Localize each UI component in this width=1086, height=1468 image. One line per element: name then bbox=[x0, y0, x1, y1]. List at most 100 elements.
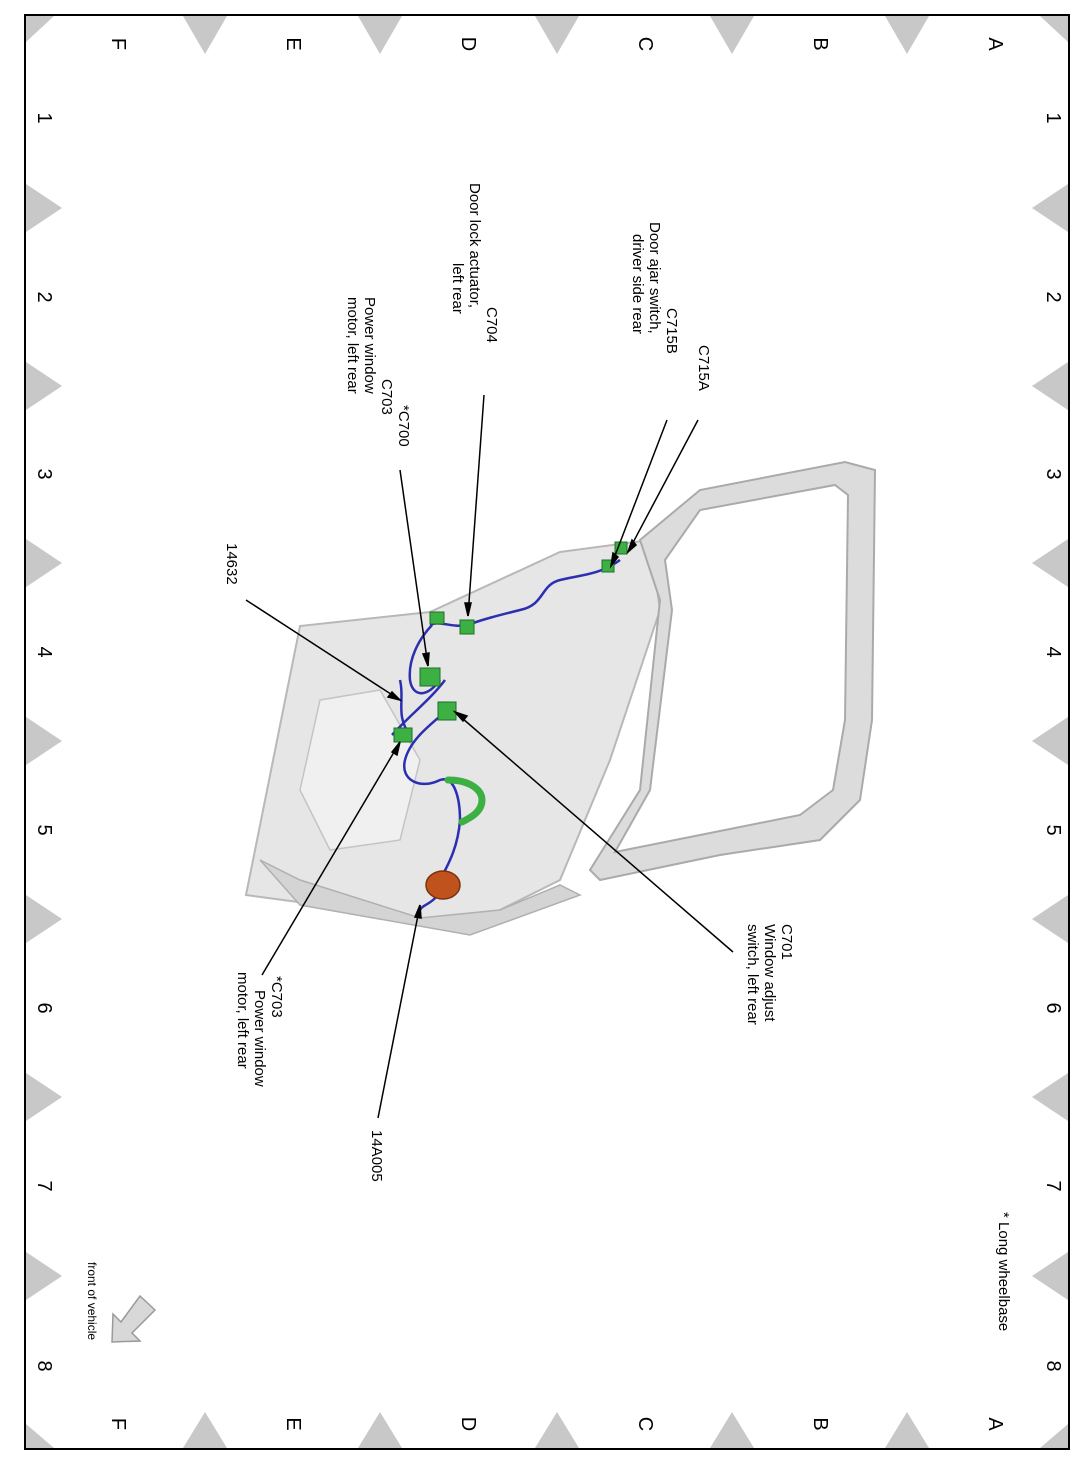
grid-col-label-3-right: 3 bbox=[1042, 468, 1064, 480]
footnote-long-wheelbase: * Long wheelbase bbox=[995, 1212, 1012, 1332]
door-lower-panel bbox=[259, 859, 582, 936]
edge-marker-right-3 bbox=[1032, 717, 1068, 765]
callout-c701-desc-1: Window adjust bbox=[761, 924, 778, 1022]
edge-marker-left-1 bbox=[26, 362, 62, 410]
callout-c700-desc-2: motor, left rear bbox=[344, 297, 361, 394]
edge-marker-bottom-corner bbox=[1040, 1424, 1068, 1448]
edge-marker-bottom-1 bbox=[710, 1412, 754, 1448]
callout-c715b-code: C715B bbox=[663, 308, 680, 354]
callout-c703-desc-1: Power window bbox=[251, 990, 268, 1087]
edge-marker-bottom-2 bbox=[535, 1412, 579, 1448]
grid-row-label-b-bottom: B bbox=[809, 1417, 831, 1431]
callout-c700: *C700 C703 Power window motor, left rear bbox=[344, 297, 412, 447]
edge-marker-left-2 bbox=[26, 539, 62, 587]
connector-c701 bbox=[437, 701, 457, 721]
callout-c701-desc-2: switch, left rear bbox=[744, 924, 761, 1025]
callout-c701: C701 Window adjust switch, left rear bbox=[744, 924, 795, 1025]
connector-c700 bbox=[419, 667, 441, 687]
edge-marker-left-5 bbox=[26, 1073, 62, 1121]
leader-lines bbox=[245, 394, 734, 1119]
grid-col-label-2-right: 2 bbox=[1042, 291, 1064, 303]
callout-14632: 14632 bbox=[223, 543, 240, 585]
callout-c704: C704 Door lock actuator, left rear bbox=[449, 183, 500, 343]
edge-marker-top-1 bbox=[710, 16, 754, 54]
callout-c704-desc-2: left rear bbox=[449, 263, 466, 314]
front-of-vehicle-arrow-icon bbox=[111, 1294, 157, 1343]
grid-row-label-f-top: F bbox=[107, 37, 129, 51]
connector-c704 bbox=[459, 619, 475, 635]
grid-row-label-e-top: E bbox=[282, 37, 304, 51]
edge-marker-left-6 bbox=[26, 1252, 62, 1300]
edge-marker-left-3 bbox=[26, 717, 62, 765]
grid-col-label-1-right: 1 bbox=[1042, 112, 1064, 124]
callout-c715b: C715B Door ajar switch, driver side rear bbox=[629, 222, 680, 354]
grid-markers bbox=[26, 16, 1068, 1448]
grid-col-label-8-right: 8 bbox=[1042, 1360, 1064, 1372]
callout-c715a: C715A bbox=[695, 345, 712, 391]
grid-col-label-3-left: 3 bbox=[33, 468, 55, 480]
callout-c700-code: *C700 bbox=[395, 405, 412, 447]
callout-c704-code: C704 bbox=[483, 307, 500, 343]
grid-col-label-1-left: 1 bbox=[33, 112, 55, 124]
grid-row-label-c-top: C bbox=[634, 36, 656, 52]
door-panel-recess bbox=[299, 689, 421, 851]
grid-col-label-5-left: 5 bbox=[33, 824, 55, 836]
edge-marker-bottom-3 bbox=[358, 1412, 402, 1448]
edge-marker-right-4 bbox=[1032, 895, 1068, 943]
grid-col-label-8-left: 8 bbox=[33, 1360, 55, 1372]
edge-marker-top-corner bbox=[1040, 16, 1068, 42]
edge-marker-top-corner-left bbox=[26, 16, 54, 42]
edge-marker-top-3 bbox=[358, 16, 402, 54]
grid-col-label-5-right: 5 bbox=[1042, 824, 1064, 836]
callout-14a005-code: 14A005 bbox=[368, 1130, 385, 1182]
grid-row-label-e-bottom: E bbox=[282, 1417, 304, 1431]
grid-row-label-c-bottom: C bbox=[634, 1416, 656, 1432]
grommet-14a005 bbox=[425, 870, 461, 900]
callout-c704-desc-1: Door lock actuator, bbox=[466, 183, 483, 309]
grid-row-label-a-top: A bbox=[984, 37, 1006, 51]
grid-col-label-6-right: 6 bbox=[1042, 1002, 1064, 1014]
grid-col-label-7-left: 7 bbox=[33, 1180, 55, 1192]
edge-marker-bottom-corner-left bbox=[26, 1424, 54, 1448]
diagram-frame bbox=[24, 14, 1070, 1450]
harness-wire-lower bbox=[402, 711, 462, 881]
callout-c715b-desc-1: Door ajar switch, bbox=[646, 222, 663, 334]
edge-marker-left-4 bbox=[26, 895, 62, 943]
door-panel bbox=[244, 460, 877, 936]
callout-c715a-code: C715A bbox=[695, 345, 712, 391]
edge-marker-left-0 bbox=[26, 184, 62, 232]
callout-c701-code: C701 bbox=[778, 924, 795, 960]
grid-row-label-a-bottom: A bbox=[984, 1417, 1006, 1431]
edge-marker-right-2 bbox=[1032, 539, 1068, 587]
grid-col-label-6-left: 6 bbox=[33, 1002, 55, 1014]
grid-row-label-d-bottom: D bbox=[457, 1416, 479, 1432]
edge-marker-top-4 bbox=[183, 16, 227, 54]
connector-c703 bbox=[393, 727, 413, 743]
harness-wire-mid bbox=[408, 624, 441, 695]
edge-marker-top-2 bbox=[535, 16, 579, 54]
edge-marker-right-1 bbox=[1032, 362, 1068, 410]
edge-marker-right-5 bbox=[1032, 1073, 1068, 1121]
callout-c700-code-2: C703 bbox=[378, 379, 395, 415]
callout-c715b-desc-2: driver side rear bbox=[629, 234, 646, 335]
edge-marker-right-0 bbox=[1032, 184, 1068, 232]
edge-marker-top-0 bbox=[885, 16, 929, 54]
callout-c703-desc-2: motor, left rear bbox=[234, 972, 251, 1069]
grid-row-label-d-top: D bbox=[457, 36, 479, 52]
edge-marker-bottom-0 bbox=[885, 1412, 929, 1448]
edge-marker-right-6 bbox=[1032, 1252, 1068, 1300]
grid-col-label-7-right: 7 bbox=[1042, 1180, 1064, 1192]
callout-c703: *C703 Power window motor, left rear bbox=[234, 972, 285, 1087]
grid-row-label-b-top: B bbox=[809, 37, 831, 51]
grid-col-label-4-left: 4 bbox=[33, 646, 55, 658]
callout-c700-desc-1: Power window bbox=[361, 297, 378, 394]
harness-conduit-green bbox=[444, 776, 486, 826]
grid-col-label-2-left: 2 bbox=[33, 291, 55, 303]
connector-c704b bbox=[429, 611, 445, 625]
grid-row-label-f-bottom: F bbox=[107, 1417, 129, 1431]
callout-c703-code: *C703 bbox=[268, 976, 285, 1018]
front-of-vehicle-label: front of vehicle bbox=[85, 1262, 99, 1341]
harness-wire-upper bbox=[429, 558, 621, 627]
edge-marker-bottom-4 bbox=[183, 1412, 227, 1448]
